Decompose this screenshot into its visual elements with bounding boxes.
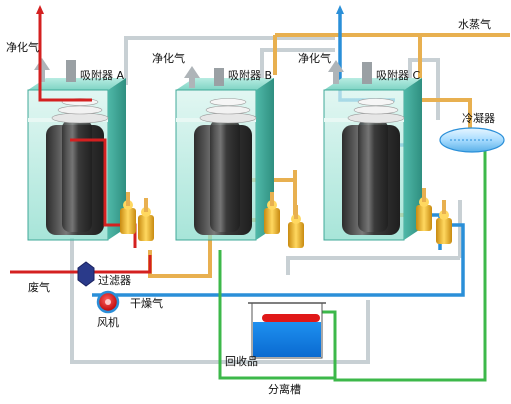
valves-a — [120, 192, 154, 241]
condenser — [439, 127, 505, 153]
clean-gas-arrow-b — [184, 66, 200, 78]
fan — [96, 290, 120, 314]
condensate-b — [218, 250, 335, 380]
clean-gas-arrow-a-stem — [39, 70, 45, 82]
label-adsorber-a: 吸附器 A — [80, 69, 125, 82]
clean-gas-arrow-b-stem — [189, 78, 195, 88]
label-steam: 水蒸气 — [458, 18, 491, 31]
clean-gas-pipe-top — [124, 36, 335, 85]
waste-gas-arrow — [36, 5, 44, 14]
label-fan: 风机 — [97, 316, 119, 329]
dry-gas-main — [118, 223, 465, 297]
condensate-return — [320, 150, 487, 382]
clean-gas-pipes — [70, 36, 462, 364]
valves-b — [264, 192, 304, 248]
valves-c — [416, 188, 452, 244]
label-filter: 过滤器 — [98, 274, 131, 287]
waste-gas-inlet — [10, 255, 152, 274]
waste-gas-top — [38, 10, 92, 102]
clean-gas-arrow-c — [328, 60, 344, 72]
separator-tank — [248, 302, 326, 359]
clean-gas-arrow-c-stem — [333, 72, 339, 84]
label-clean-gas-a: 净化气 — [6, 41, 39, 54]
label-adsorber-b: 吸附器 B — [228, 69, 273, 82]
clean-gas-pipe-c — [408, 58, 440, 120]
label-clean-gas-b: 净化气 — [152, 52, 185, 65]
label-separator: 分离槽 — [268, 383, 301, 396]
adsorber-a — [27, 60, 126, 241]
label-recovered: 回收品 — [225, 355, 258, 368]
clean-gas-lower — [286, 256, 460, 275]
label-condenser: 冷凝器 — [462, 112, 495, 125]
label-clean-gas-c: 净化气 — [298, 52, 331, 65]
adsorber-c — [323, 62, 422, 241]
steam-to-condenser — [418, 35, 472, 128]
label-adsorber-c: 吸附器 C — [376, 69, 421, 82]
dry-gas-arrow — [336, 5, 344, 14]
clean-gas-pipe-b — [260, 48, 335, 85]
adsorber-b — [175, 68, 274, 241]
label-dry-gas: 干燥气 — [130, 297, 163, 310]
label-waste-gas: 废气 — [28, 281, 50, 294]
filter — [77, 261, 95, 287]
condensate-pipes — [218, 150, 487, 382]
clean-gas-arrow-a — [34, 58, 50, 70]
